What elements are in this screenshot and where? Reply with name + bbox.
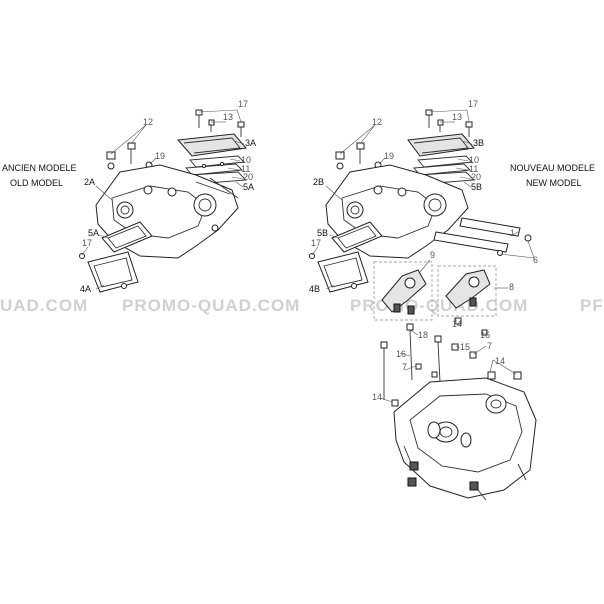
new-bolt-group-top: [425, 109, 473, 137]
watermark-center-right: PROMO-QUAD.COM: [350, 296, 528, 315]
label-new-11: 11: [469, 164, 478, 174]
watermark-right: PF: [580, 296, 604, 315]
label-new-12: 12: [372, 117, 382, 127]
tappet-cover-gasket-5A: [101, 221, 153, 253]
caption-old-model-fr: ANCIEN MODELE: [2, 163, 77, 173]
caption-old-model-en: OLD MODEL: [10, 178, 63, 188]
old-model-assembly: 17 13 3A 12 19 10 11 20 5A 2A 5A 17 4A: [79, 99, 256, 294]
label-new-1: 1: [510, 228, 515, 238]
label-old-12: 12: [143, 117, 153, 127]
label-new-18: 18: [418, 330, 428, 340]
label-new-15: 15: [460, 342, 470, 352]
watermark-left: UAD.COM: [0, 296, 88, 315]
bolts-12: [106, 142, 153, 170]
label-old-17: 17: [238, 99, 248, 109]
label-old-5A-left: 5A: [88, 228, 99, 238]
label-new-14-a: 14: [452, 319, 462, 329]
label-old-11: 11: [241, 164, 250, 174]
label-old-3A: 3A: [245, 138, 256, 148]
label-new-3B: 3B: [473, 138, 484, 148]
label-old-5A-right: 5A: [243, 182, 254, 192]
label-new-10: 10: [469, 155, 479, 165]
label-old-2A: 2A: [84, 177, 95, 187]
tappet-cover-4B: [309, 251, 369, 293]
label-old-4A: 4A: [80, 284, 91, 294]
old-leader-lines: [81, 109, 245, 290]
label-new-14-c: 14: [372, 392, 382, 402]
label-new-9: 9: [430, 250, 435, 260]
label-new-5B-right: 5B: [471, 182, 482, 192]
bolt-group-top: [195, 109, 245, 137]
studs-and-nuts: [380, 317, 522, 407]
label-old-10: 10: [241, 155, 251, 165]
breather-cover-3A: [176, 133, 247, 157]
label-new-17-left: 17: [311, 238, 321, 248]
label-new-7-b: 7: [402, 362, 407, 372]
label-new-8: 8: [509, 282, 514, 292]
breather-cover-3B: [407, 133, 475, 157]
tappet-cover-gasket-5B: [331, 221, 383, 253]
watermark: UAD.COM PROMO-QUAD.COM PROMO-QUAD.COM PF: [0, 296, 604, 315]
label-old-13: 13: [223, 112, 233, 122]
cylinder-head: [393, 377, 537, 501]
caption-new-model-fr: NOUVEAU MODELE: [510, 163, 595, 173]
rocker-arm-9: [373, 261, 433, 321]
label-new-13: 13: [452, 112, 462, 122]
watermark-center-left: PROMO-QUAD.COM: [122, 296, 300, 315]
label-new-17: 17: [468, 99, 478, 109]
label-old-17-left: 17: [82, 238, 92, 248]
new-leader-lines: [311, 109, 535, 403]
new-bolts-12: [335, 142, 382, 170]
new-model-assembly: 17 13 3B 12 19 10 11 20 5B 2B 5B 17 4B 1…: [309, 99, 538, 501]
label-new-7-a: 7: [487, 341, 492, 351]
label-new-19: 19: [384, 151, 394, 161]
label-old-20: 20: [243, 172, 253, 182]
label-new-6: 6: [533, 255, 538, 265]
caption-new-model-en: NEW MODEL: [526, 178, 582, 188]
label-new-16-b: 16: [396, 349, 406, 359]
label-old-19: 19: [155, 151, 165, 161]
label-new-20: 20: [471, 172, 481, 182]
label-new-4B: 4B: [309, 284, 320, 294]
label-new-16-a: 16: [480, 330, 490, 340]
label-new-5B-left: 5B: [317, 228, 328, 238]
label-new-2B: 2B: [313, 177, 324, 187]
rocker-arm-8: [437, 265, 497, 317]
tappet-cover-4A: [79, 251, 139, 293]
label-new-14-b: 14: [495, 356, 505, 366]
